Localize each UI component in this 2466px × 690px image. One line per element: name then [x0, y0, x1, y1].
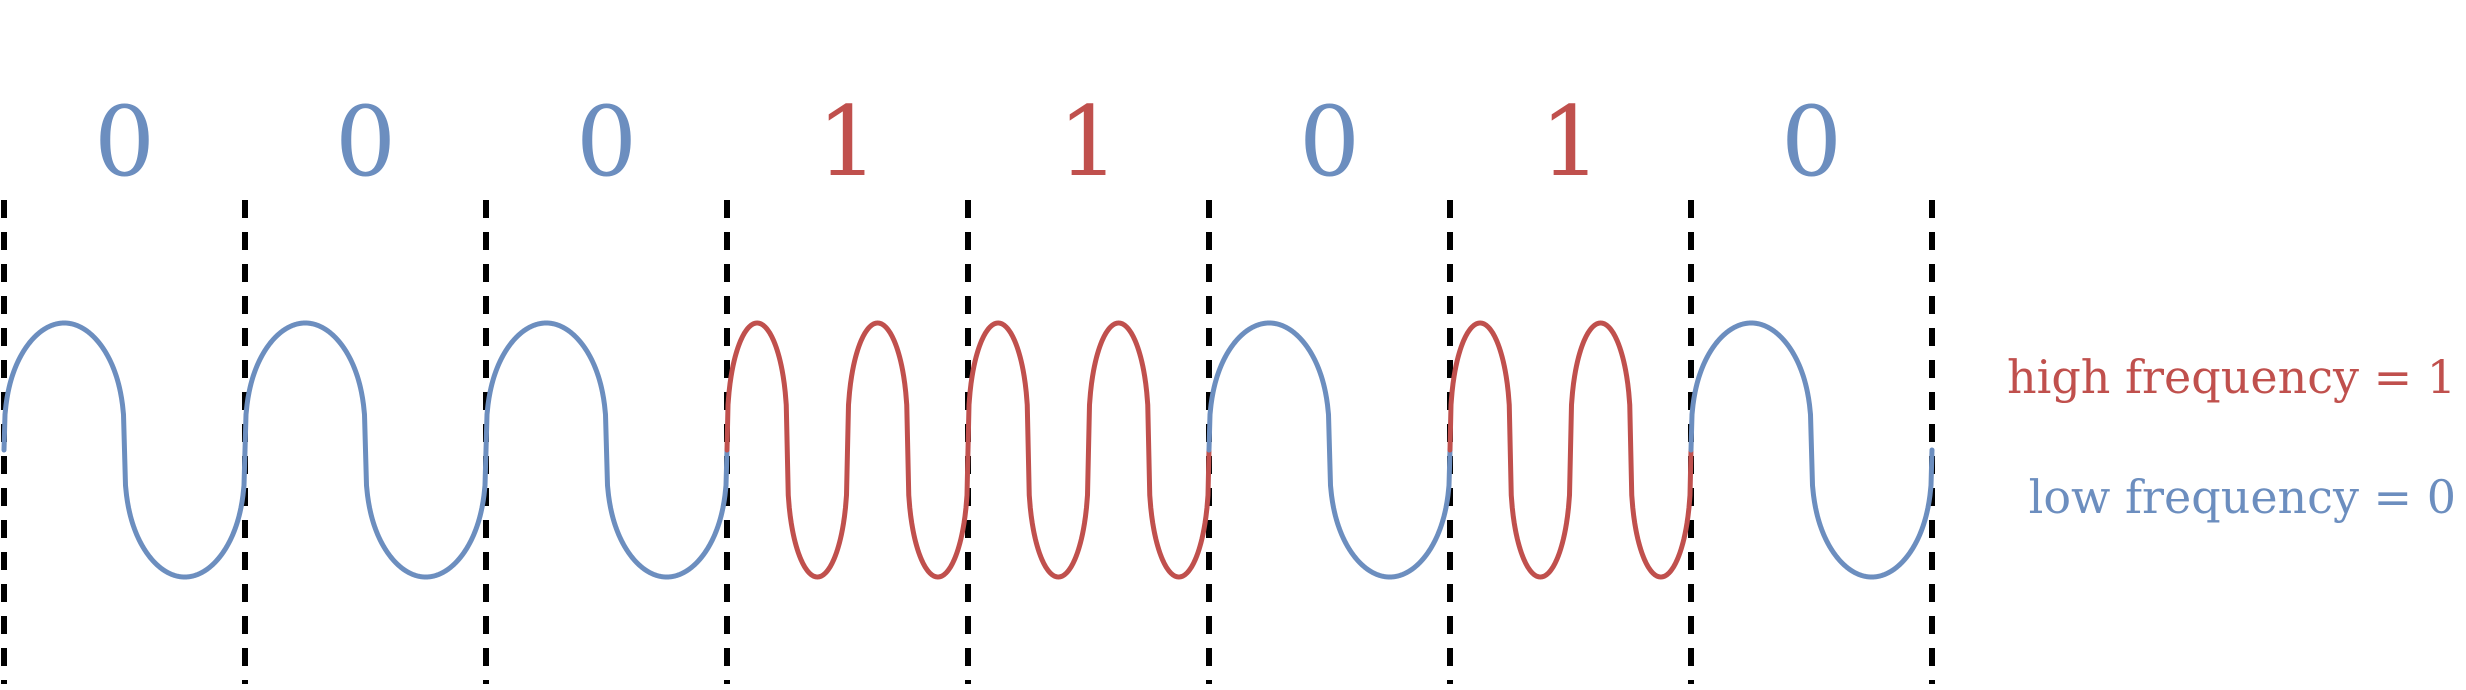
bit-labels: 0 0 0 1 1 0 1 0: [94, 86, 1842, 198]
waveform: [1, 320, 1935, 580]
bit-label: 0: [1299, 86, 1360, 198]
legend-low-frequency: low frequency = 0: [2029, 470, 2456, 524]
wave-segment-low: [1206, 320, 1453, 580]
wave-segment-high: [724, 320, 971, 580]
bit-label: 0: [576, 86, 637, 198]
bit-label: 0: [335, 86, 396, 198]
wave-segment-high: [1447, 320, 1694, 580]
bit-label: 1: [1540, 86, 1601, 198]
wave-segment-low: [483, 320, 730, 580]
bit-label: 0: [1781, 86, 1842, 198]
wave-segment-low: [242, 320, 489, 580]
bit-label: 1: [817, 86, 878, 198]
bit-label: 1: [1058, 86, 1119, 198]
legend-high-frequency: high frequency = 1: [2007, 350, 2456, 404]
wave-segment-low: [1, 320, 248, 580]
wave-segment-low: [1688, 320, 1935, 580]
wave-segment-high: [965, 320, 1212, 580]
bit-label: 0: [94, 86, 155, 198]
